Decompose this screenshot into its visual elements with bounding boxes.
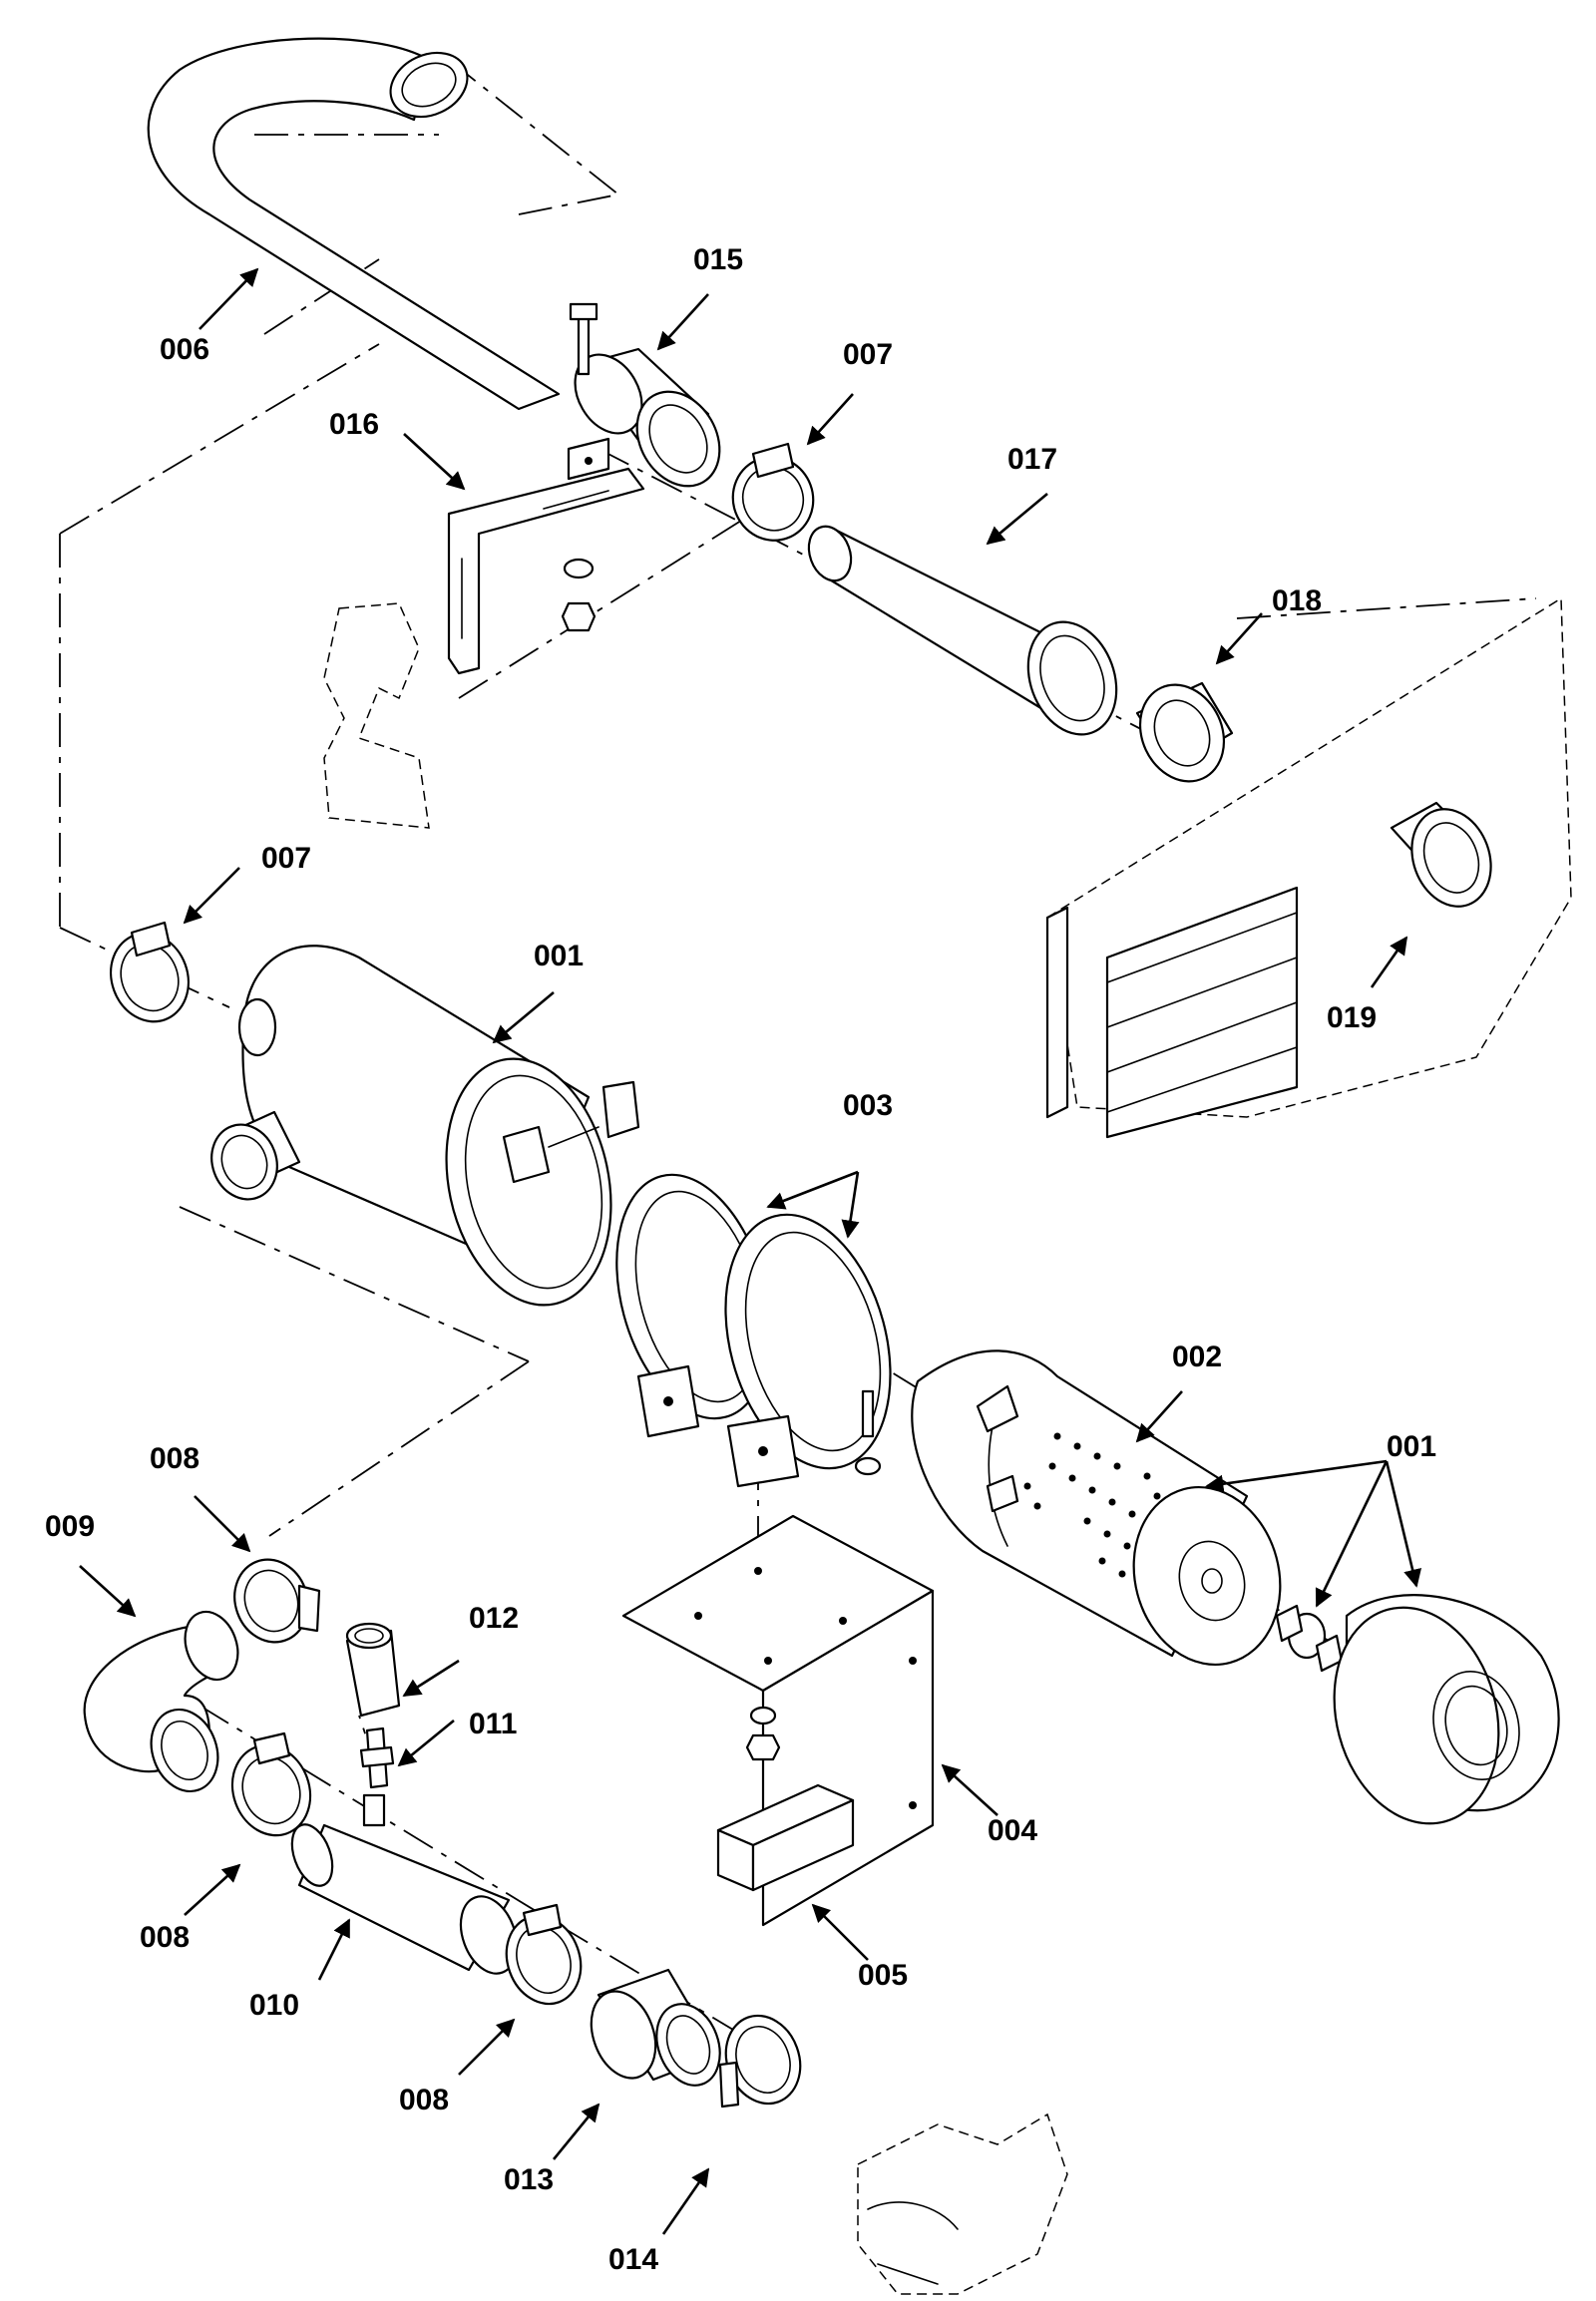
u-pipe-006 <box>147 37 561 411</box>
callout-015: 015 <box>693 243 743 276</box>
adapter-fitting-011 <box>359 1726 395 1789</box>
filter-perforations <box>1023 1432 1161 1578</box>
callout-001-cover: 001 <box>1387 1430 1436 1463</box>
hose-clamp-008-upper <box>233 1558 321 1644</box>
pipe-clamp-015 <box>567 302 721 488</box>
callout-019: 019 <box>1327 1001 1377 1034</box>
callout-008-upper: 008 <box>150 1442 200 1475</box>
air-cleaner-body-001 <box>210 945 640 1307</box>
callout-labels: 006 015 007 016 017 018 007 001 019 003 … <box>45 243 1436 2276</box>
callout-005: 005 <box>858 1959 908 1992</box>
hose-clamp-007-upper <box>731 442 815 542</box>
callout-016: 016 <box>329 408 379 441</box>
wing-nut-001 <box>1275 1604 1344 1673</box>
callout-011: 011 <box>469 1708 517 1740</box>
hose-clamp-008-lower <box>505 1903 583 2006</box>
callout-017: 017 <box>1007 443 1057 476</box>
engine-intake-phantom <box>857 2112 1068 2295</box>
callout-014: 014 <box>608 2243 658 2276</box>
callout-010: 010 <box>249 1989 299 2022</box>
callout-007-left: 007 <box>261 842 311 875</box>
hose-clamp-014 <box>718 2014 802 2109</box>
callout-018: 018 <box>1272 584 1322 617</box>
callout-003: 003 <box>843 1089 893 1122</box>
leader-arrows <box>79 267 1422 2235</box>
tube-010 <box>290 1793 519 1975</box>
hose-clamp-008-mid <box>230 1731 312 1837</box>
restriction-indicator-012 <box>345 1622 401 1718</box>
callout-001-body: 001 <box>534 940 584 972</box>
callout-002: 002 <box>1172 1341 1222 1373</box>
callout-006: 006 <box>160 333 209 366</box>
rubber-pad-005 <box>716 1783 855 1892</box>
bracket-016 <box>447 467 645 675</box>
elbow-hose-009 <box>83 1610 239 1793</box>
callout-004: 004 <box>988 1814 1037 1847</box>
callout-009: 009 <box>45 1510 95 1543</box>
callout-012: 012 <box>469 1602 519 1635</box>
grommet-018 <box>1135 681 1234 783</box>
grommet-019 <box>1390 801 1492 908</box>
callout-008-mid: 008 <box>140 1921 190 1954</box>
engine-mount-phantom <box>323 602 430 829</box>
air-cleaner-cover-001 <box>1333 1594 1560 1825</box>
callout-007-upper: 007 <box>843 338 893 371</box>
filter-element-002 <box>911 1349 1282 1667</box>
mounting-band-003-front <box>724 1213 892 1488</box>
coupler-013 <box>590 1968 721 2087</box>
tube-017 <box>807 525 1118 736</box>
callout-008-lower: 008 <box>399 2084 449 2116</box>
callout-013: 013 <box>504 2163 554 2196</box>
hose-clamp-007-left <box>110 921 190 1023</box>
engine-side-panel <box>1045 596 1572 1139</box>
